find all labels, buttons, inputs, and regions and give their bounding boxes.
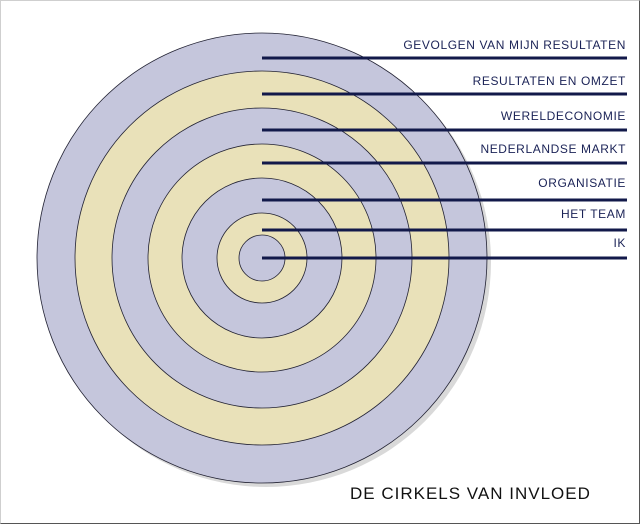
label-gevolgen-van-mijn-resultaten: GEVOLGEN VAN MIJN RESULTATEN bbox=[403, 38, 626, 52]
diagram-title: DE CIRKELS VAN INVLOED bbox=[350, 484, 591, 503]
label-organisatie: ORGANISATIE bbox=[538, 176, 626, 190]
label-nederlandse-markt: NEDERLANDSE MARKT bbox=[480, 142, 626, 156]
label-wereldeconomie: WERELDECONOMIE bbox=[500, 109, 626, 123]
label-resultaten-en-omzet: RESULTATEN EN OMZET bbox=[472, 74, 626, 88]
label-het-team: HET TEAM bbox=[560, 207, 626, 221]
label-ik: IK bbox=[613, 236, 626, 250]
